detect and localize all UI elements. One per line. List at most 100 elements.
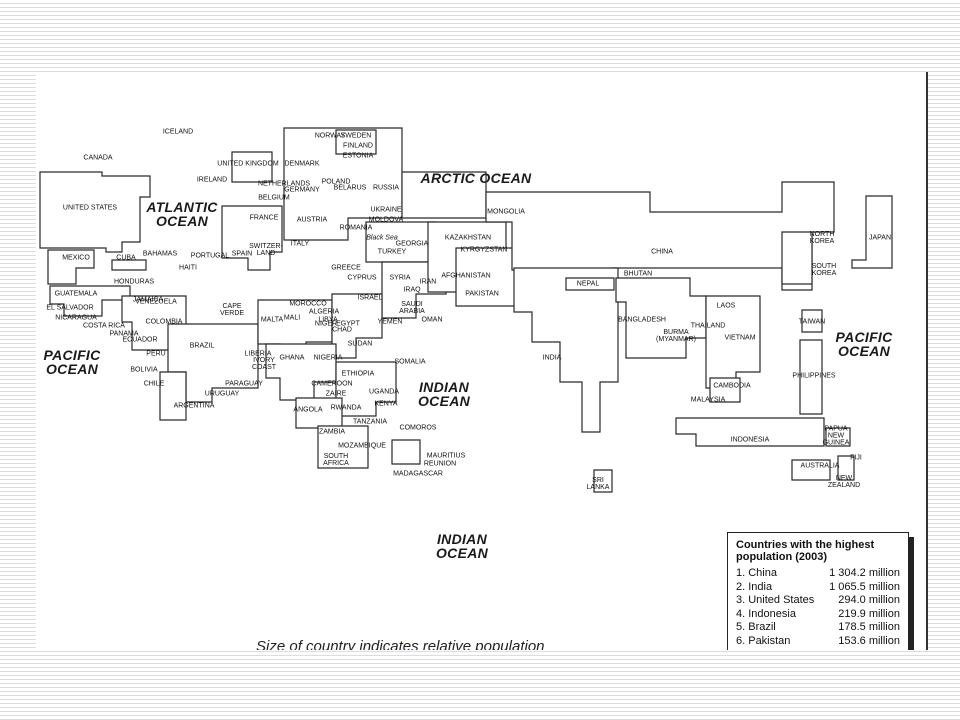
country-label: BRAZIL xyxy=(189,342,215,350)
country-label: CANADA xyxy=(83,154,113,162)
country-label: ZAMBIA xyxy=(318,428,346,436)
country-label: CAMEROON xyxy=(311,380,353,388)
country-label: LIBYA xyxy=(318,316,338,324)
country-label: GERMANY xyxy=(284,186,320,194)
country-label: DENMARK xyxy=(284,160,320,168)
country-label: CHILE xyxy=(143,380,165,388)
country-label: POLAND xyxy=(321,178,351,186)
shape-korea xyxy=(781,231,813,285)
country-label: THAILAND xyxy=(690,322,726,330)
country-label: NICARAGUA xyxy=(55,314,97,322)
country-label: NIGER xyxy=(314,320,338,328)
shape-japan xyxy=(851,195,893,269)
shape-australia xyxy=(791,459,831,481)
shape-madagascar xyxy=(391,439,421,465)
country-label: Black Sea xyxy=(366,234,398,242)
country-label: NORTH KOREA xyxy=(809,231,835,245)
country-label: AUSTRALIA xyxy=(800,462,840,470)
country-label: HONDURAS xyxy=(113,278,155,286)
shape-chile-argentina xyxy=(159,371,187,421)
legend-value: 1 065.5 million xyxy=(829,580,900,593)
shape-western-europe xyxy=(221,205,283,271)
country-label: MALI xyxy=(283,314,301,322)
country-label: ROMANIA xyxy=(339,224,373,232)
country-label: CAPE VERDE xyxy=(219,303,245,317)
country-label: BOLIVIA xyxy=(130,366,158,374)
country-label: PARAGUAY xyxy=(225,380,263,388)
country-label: GREECE xyxy=(331,264,361,272)
country-label: SWITZER- LAND xyxy=(249,243,283,257)
country-label: SPAIN xyxy=(231,250,253,258)
country-label: CYPRUS xyxy=(347,274,377,282)
shape-central-europe-russia xyxy=(283,127,403,241)
ocean-label-arctic: ARCTIC OCEAN xyxy=(420,170,532,186)
country-label: ISRAEL xyxy=(357,294,383,302)
country-label: AFGHANISTAN xyxy=(441,272,491,280)
shape-sri-lanka xyxy=(593,469,613,493)
country-label: MOZAMBIQUE xyxy=(338,442,386,450)
country-label: UKRAINE xyxy=(370,206,402,214)
country-label: GHANA xyxy=(279,354,305,362)
shape-philippines xyxy=(799,339,823,415)
country-label: PERU xyxy=(146,350,166,358)
shape-india xyxy=(513,267,619,433)
shape-scandinavia xyxy=(335,129,377,155)
country-label: IRAQ xyxy=(403,286,421,294)
shape-nepal xyxy=(565,277,615,291)
country-label: RUSSIA xyxy=(372,184,400,192)
shape-central-america xyxy=(49,285,131,317)
legend-rank: 5. Brazil xyxy=(736,621,776,633)
country-label: EL SALVADOR xyxy=(46,304,94,312)
country-label: ESTONIA xyxy=(342,152,374,160)
country-label: BAHAMAS xyxy=(142,250,178,258)
country-label: ITALY xyxy=(290,240,310,248)
country-label: CHAD xyxy=(332,326,352,334)
country-label: SOUTH KOREA xyxy=(811,263,837,277)
country-label: NETHERLANDS xyxy=(257,180,311,188)
country-label: NIGERIA xyxy=(313,354,343,362)
ocean-label-pacific-west: PACIFIC OCEAN xyxy=(43,347,101,377)
legend-rank: 2. India xyxy=(736,580,773,593)
country-label: MAURITIUS xyxy=(426,452,466,460)
country-label: TURKEY xyxy=(377,248,407,256)
country-label: KAZAKHSTAN xyxy=(444,234,492,242)
shape-cuba xyxy=(111,259,147,271)
legend-rank: 6. Pakistan xyxy=(736,634,791,647)
country-label: OMAN xyxy=(421,316,443,324)
shape-china xyxy=(485,181,835,291)
ocean-label-indian-1: INDIAN OCEAN xyxy=(417,379,471,409)
country-label: REUNION xyxy=(423,460,457,468)
legend-rank: 3. United States xyxy=(736,594,815,606)
country-label: MALAYSIA xyxy=(690,396,726,404)
legend-rank: 1. China xyxy=(736,567,777,579)
country-label: SWEDEN xyxy=(340,132,372,140)
map-caption: Size of country indicates relative popul… xyxy=(256,638,545,650)
shape-southern-africa xyxy=(317,425,369,469)
country-label: ICELAND xyxy=(162,128,194,136)
country-label: NEW ZEALAND xyxy=(827,475,861,489)
country-label: AUSTRIA xyxy=(296,216,328,224)
shape-southeast-asia-mainland xyxy=(615,277,707,359)
country-label: ECUADOR xyxy=(122,336,158,344)
country-label: SUDAN xyxy=(347,340,373,348)
country-label: RWANDA xyxy=(330,404,362,412)
country-label: BELARUS xyxy=(333,184,367,192)
shape-taiwan xyxy=(801,309,823,333)
country-label: MOROCCO xyxy=(289,300,327,308)
shape-new-zealand xyxy=(837,455,855,481)
country-label: CAMBODIA xyxy=(713,382,751,390)
shape-us-canada xyxy=(39,171,151,253)
cartogram-map xyxy=(39,127,893,493)
country-label: COMOROS xyxy=(399,424,437,432)
shape-malaysia xyxy=(709,377,741,403)
ocean-label-pacific-east: PACIFIC OCEAN xyxy=(835,329,893,359)
country-label: NEPAL xyxy=(576,280,600,288)
legend-title: Countries with the highest population (2… xyxy=(736,539,875,563)
country-label: MEXICO xyxy=(62,254,90,262)
